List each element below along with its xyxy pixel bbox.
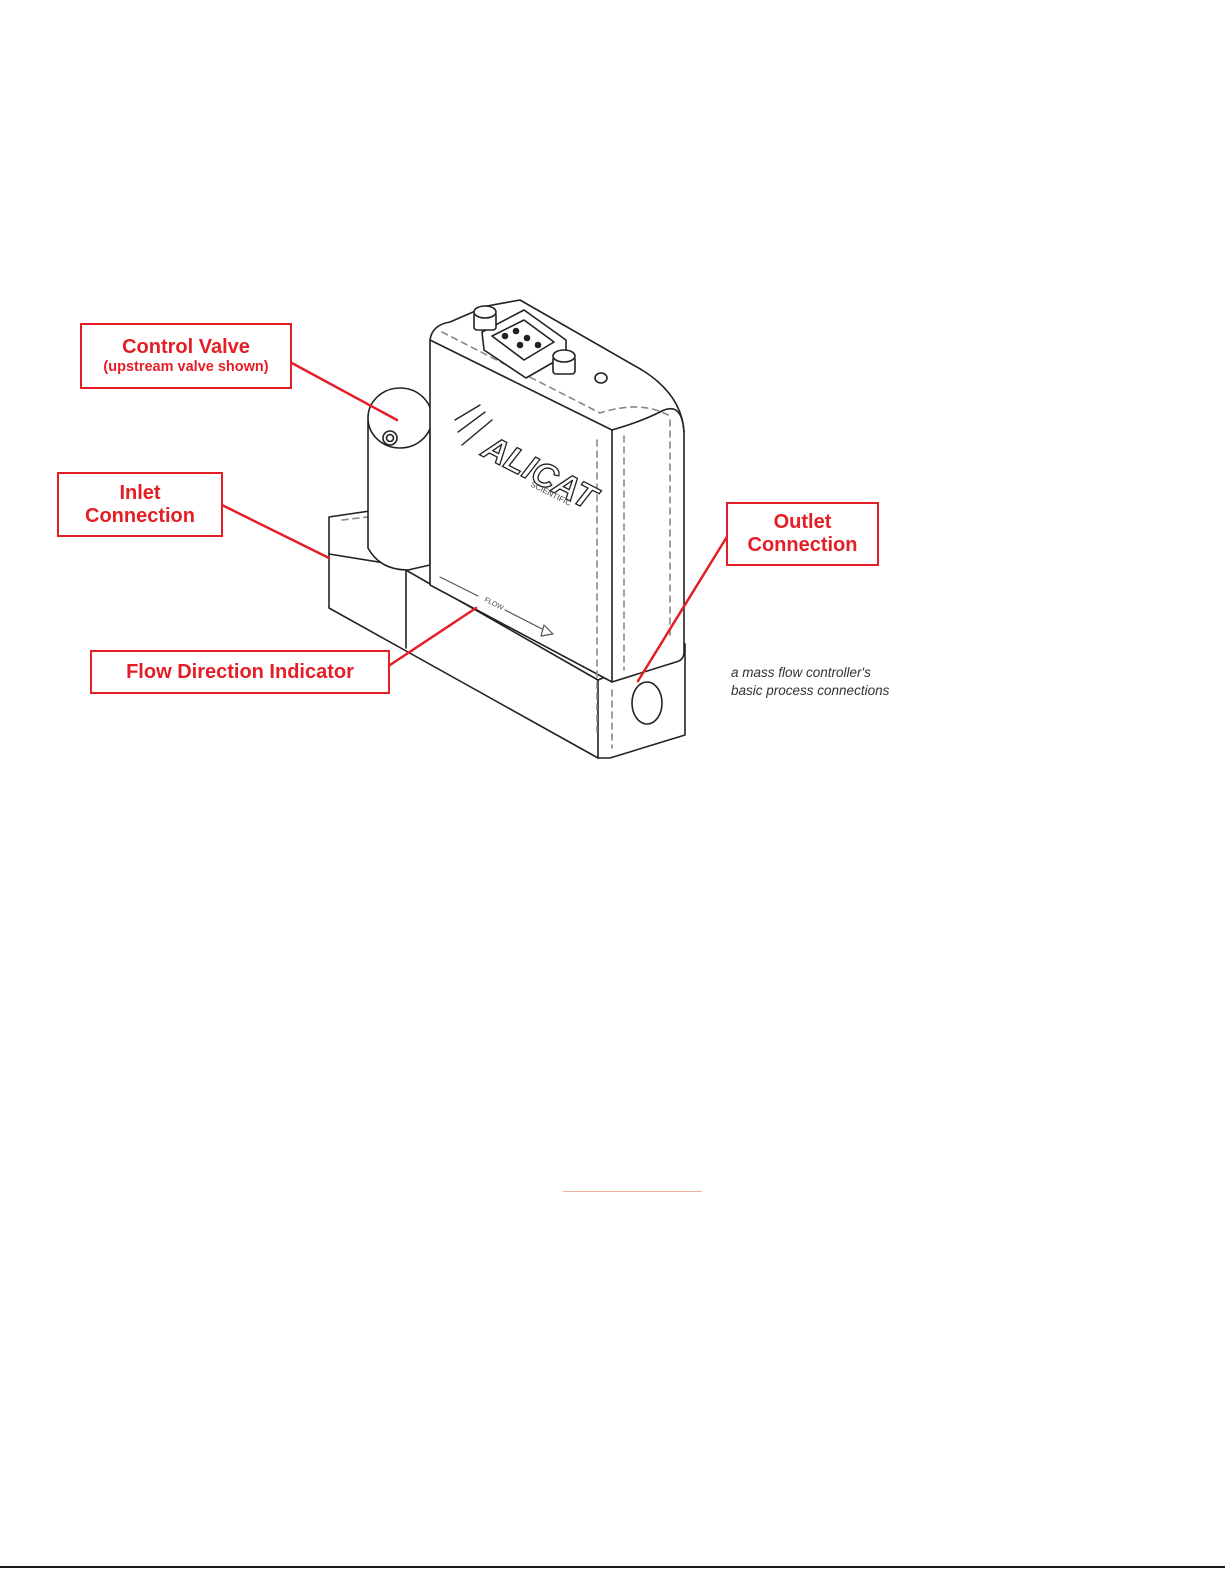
outlet-port (632, 682, 662, 724)
control-valve-cylinder (368, 388, 432, 570)
control-valve-subtitle: (upstream valve shown) (103, 359, 268, 376)
figure-caption: a mass flow controller's basic process c… (731, 664, 931, 700)
page-bottom-rule (0, 1566, 1225, 1568)
caption-line2: basic process connections (731, 682, 931, 700)
inlet-line1: Inlet (119, 482, 160, 505)
inlet-line2: Connection (85, 505, 195, 528)
outlet-line1: Outlet (774, 511, 832, 534)
outlet-callout: Outlet Connection (726, 502, 879, 566)
inlet-callout: Inlet Connection (57, 472, 223, 537)
link-underline[interactable] (563, 1191, 702, 1192)
leader-inlet (222, 505, 329, 558)
outlet-line2: Connection (748, 534, 858, 557)
control-valve-title: Control Valve (122, 336, 250, 359)
flow-direction-callout: Flow Direction Indicator (90, 650, 390, 694)
flow-direction-title: Flow Direction Indicator (126, 661, 354, 684)
leader-control-valve (290, 362, 397, 420)
control-valve-callout: Control Valve (upstream valve shown) (80, 323, 292, 389)
caption-line1: a mass flow controller's (731, 664, 931, 682)
